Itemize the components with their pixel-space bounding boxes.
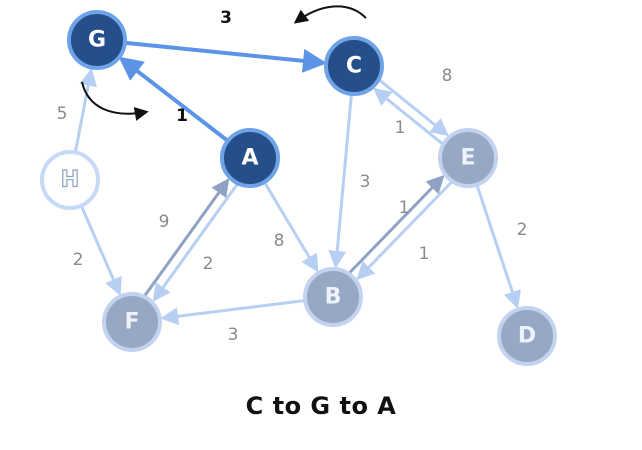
traversal-arrow-top: [293, 5, 367, 24]
node-label-h: H: [61, 168, 79, 193]
edge-weights-layer: 3 1 5 2 9 2 8 3 1 8 1 1 2 3: [57, 8, 528, 345]
edge-h-to-f: [80, 205, 122, 296]
node-label-f: F: [124, 310, 139, 335]
edge-weight-f-a: 2: [203, 254, 214, 274]
nodes-layer: G C A H E B F D: [40, 10, 557, 366]
edge-b-to-f: [160, 299, 305, 326]
edge-weight-b-f: 3: [228, 325, 239, 345]
edge-weight-c-e: 1: [395, 118, 406, 138]
edge-b-to-e: [348, 174, 445, 274]
edge-a-to-b: [263, 182, 319, 273]
edge-c-to-b: [328, 94, 353, 269]
edge-c-to-e: [378, 79, 450, 137]
edge-e-to-b: [356, 181, 453, 281]
node-circle-c: [324, 36, 384, 96]
node-a: A: [220, 128, 280, 188]
node-f: F: [102, 292, 162, 352]
node-label-b: B: [325, 285, 342, 310]
edge-weight-h-g: 5: [57, 104, 68, 124]
node-circle-f: [102, 292, 162, 352]
edge-weight-e-d: 2: [517, 220, 528, 240]
edge-weight-e-c: 8: [442, 66, 453, 86]
node-label-c: C: [346, 54, 362, 79]
edge-e-to-d: [475, 184, 521, 310]
edge-weight-a-f: 9: [159, 212, 170, 232]
node-label-g: G: [88, 28, 106, 53]
edge-f-to-a: [143, 178, 230, 297]
traversal-arrow-left: [81, 81, 149, 121]
node-circle-d: [497, 306, 557, 366]
node-c: C: [324, 36, 384, 96]
node-circle-g: [67, 10, 127, 70]
node-label-d: D: [518, 324, 536, 349]
node-circle-e: [438, 128, 498, 188]
diagram-caption: C to G to A: [245, 392, 397, 420]
edge-h-to-g: [74, 67, 98, 153]
node-circle-a: [220, 128, 280, 188]
node-b: B: [303, 267, 363, 327]
edge-weight-g-c: 3: [220, 8, 232, 28]
edge-weight-c-b: 3: [360, 172, 371, 192]
node-e: E: [438, 128, 498, 188]
edge-weight-a-b: 8: [274, 231, 285, 251]
edge-a-to-f: [152, 183, 239, 302]
edge-e-to-c: [372, 87, 444, 145]
node-label-a: A: [241, 146, 258, 171]
edges-layer: [74, 41, 521, 326]
edge-weight-e-b: 1: [399, 198, 410, 218]
edge-weight-a-g: 1: [176, 106, 188, 126]
edge-weight-h-f: 2: [73, 250, 84, 270]
node-g: G: [67, 10, 127, 70]
node-d: D: [497, 306, 557, 366]
node-circle-h: [40, 150, 100, 210]
edge-weight-b-e: 1: [419, 244, 430, 264]
traversal-marks: [81, 5, 367, 121]
node-label-e: E: [460, 146, 475, 171]
edge-g-to-c: [124, 41, 327, 73]
node-circle-b: [303, 267, 363, 327]
edge-a-to-g: [118, 56, 229, 142]
node-h: H: [40, 150, 100, 210]
